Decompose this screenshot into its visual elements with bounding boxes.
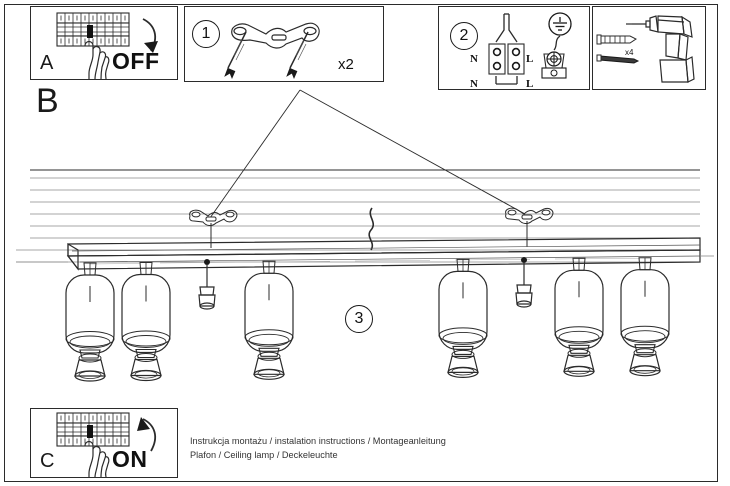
tools-quantity-label: x4 [625, 48, 634, 57]
hand-icon [84, 440, 110, 478]
earth-ground-symbol-icon [548, 12, 572, 36]
ceiling-bracket-right [505, 207, 554, 247]
wiring-illustration [482, 12, 586, 88]
ceiling-bar [16, 237, 714, 271]
footer-line-2: Plafon / Ceiling lamp / Deckeleuchte [190, 450, 338, 460]
wall-plug-icon [596, 34, 637, 45]
tools-illustration [596, 10, 704, 88]
panel-c-breaker-on [30, 408, 178, 478]
power-drill-icon [626, 15, 695, 83]
step-1-number: 1 [192, 20, 220, 48]
main-assembly-illustration [0, 89, 730, 410]
terminal-label-n-bottom: N [470, 78, 478, 90]
step-3-number: 3 [345, 305, 373, 333]
terminal-label-l-bottom: L [526, 78, 534, 90]
spotlight-6 [620, 257, 670, 377]
earth-terminal-icon [541, 51, 567, 79]
outer-frame [4, 4, 718, 482]
ceiling-hatching [16, 177, 700, 263]
panel-step-1 [184, 6, 384, 82]
footer-line-1: Instrukcja montażu / instalation instruc… [190, 436, 446, 446]
supply-wire [368, 207, 375, 251]
arrow-down-icon [142, 18, 158, 53]
spotlight-2 [121, 262, 171, 382]
spotlight-3 [244, 260, 294, 380]
arrow-up-icon [137, 417, 157, 452]
footer-text-block: Instrukcja montażu / instalation instruc… [190, 434, 446, 462]
spotlight-5 [554, 257, 604, 377]
hand-icon [84, 40, 110, 80]
panel-c-letter: C [40, 450, 55, 472]
panel-b-letter: B [36, 82, 59, 120]
panel-c-on-label: ON [112, 446, 148, 472]
spotlight-4 [438, 258, 488, 378]
leader-lines [209, 89, 526, 219]
panel-a-breaker-off [30, 6, 178, 80]
screw-icon [596, 54, 640, 64]
ceiling-bracket-left [189, 209, 238, 248]
pendant-1 [198, 259, 216, 310]
mounting-bracket-illustration [222, 10, 352, 80]
breaker-on-illustration [56, 412, 157, 478]
panel-a-letter: A [40, 52, 54, 74]
panel-a-off-label: OFF [112, 48, 160, 74]
breaker-off-illustration [56, 12, 158, 80]
screw-icon-right [286, 31, 309, 80]
step-2-number: 2 [450, 22, 478, 50]
spotlight-1 [65, 262, 115, 382]
terminal-label-l-top: L [526, 53, 534, 65]
pendant-2 [515, 257, 533, 308]
step-1-quantity-label: x2 [338, 56, 354, 73]
terminal-label-n-top: N [470, 53, 478, 65]
